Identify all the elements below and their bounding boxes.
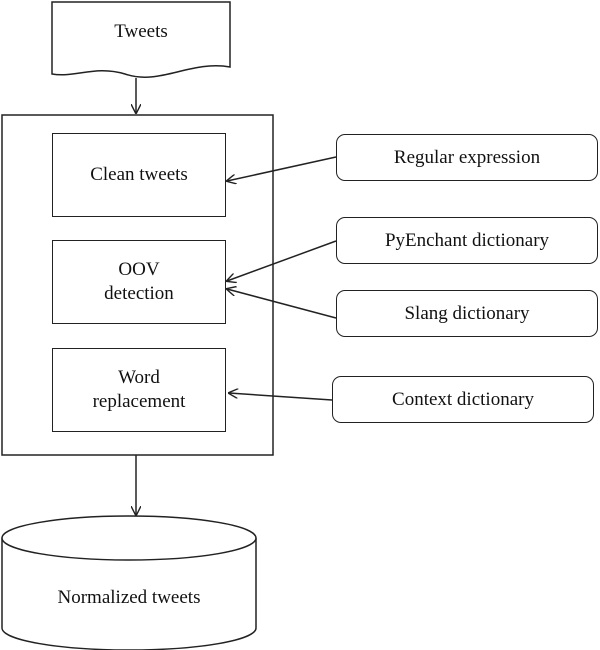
context-dictionary-label: Context dictionary: [392, 388, 534, 410]
slang-dictionary-label: Slang dictionary: [404, 302, 530, 324]
tweets-label: Tweets: [114, 21, 168, 42]
word-replacement-box: Word replacement: [52, 348, 226, 432]
regular-expression-box: Regular expression: [336, 134, 598, 181]
oov-detection-line2: detection: [104, 283, 174, 304]
processing-container: [1, 114, 274, 456]
pyenchant-dictionary-label: PyEnchant dictionary: [384, 229, 550, 251]
slang-dictionary-box: Slang dictionary: [336, 290, 598, 337]
cylinder-top: [1, 515, 257, 561]
arrow-pyenchant-to-oov: [227, 240, 337, 281]
word-replacement-line2: replacement: [92, 391, 186, 412]
arrow-regex-to-clean: [227, 156, 337, 181]
normalized-tweets-label: Normalized tweets: [57, 587, 201, 608]
context-dictionary-box: Context dictionary: [332, 376, 594, 423]
regular-expression-label: Regular expression: [393, 146, 541, 168]
tweets-document-shape: [51, 1, 231, 78]
pyenchant-dictionary-box: PyEnchant dictionary: [336, 217, 598, 264]
oov-detection-line1: OOV: [118, 259, 160, 280]
arrow-context-to-replace: [229, 393, 333, 401]
clean-tweets-box: Clean tweets: [52, 133, 226, 217]
arrow-slang-to-oov: [227, 289, 337, 319]
oov-detection-box: OOV detection: [52, 240, 226, 324]
word-replacement-line1: Word: [118, 367, 160, 388]
clean-tweets-label: Clean tweets: [90, 164, 188, 185]
